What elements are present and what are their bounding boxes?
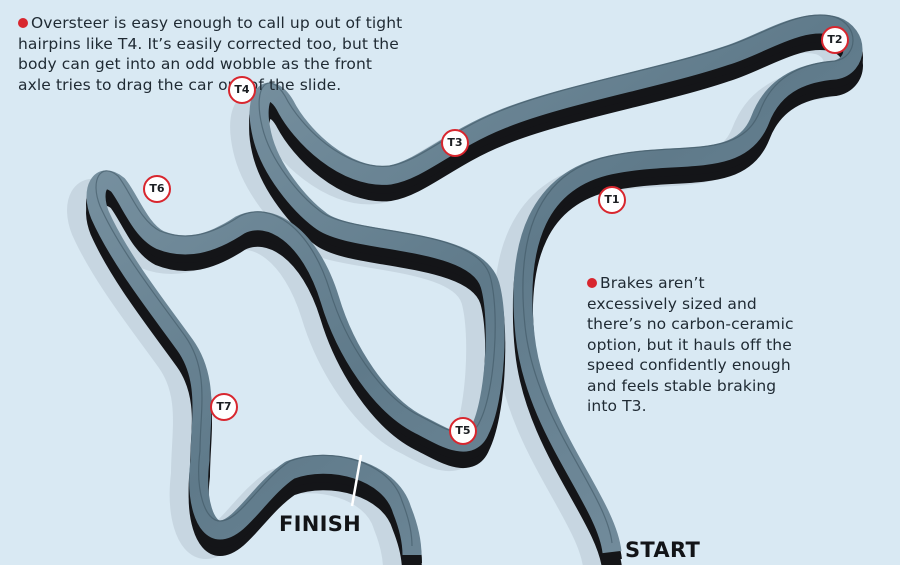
track-edge-highlight xyxy=(95,14,854,547)
turn-marker-t5: T5 xyxy=(449,417,477,445)
finish-line xyxy=(350,454,363,507)
turn-marker-t4: T4 xyxy=(228,76,256,104)
oversteer-note-text: Oversteer is easy enough to call up out … xyxy=(18,14,403,94)
finish-label: FINISH xyxy=(279,512,362,536)
turn-marker-t7: T7 xyxy=(210,393,238,421)
red-bullet-icon xyxy=(18,18,28,28)
brakes-note: Brakes aren’t excessively sized and ther… xyxy=(587,273,797,417)
red-bullet-icon xyxy=(587,278,597,288)
turn-marker-t3: T3 xyxy=(441,129,469,157)
turn-marker-t2: T2 xyxy=(821,26,849,54)
brakes-note-text: Brakes aren’t excessively sized and ther… xyxy=(587,274,794,415)
start-label: START xyxy=(625,538,701,562)
turn-marker-t1: T1 xyxy=(598,186,626,214)
oversteer-note: Oversteer is easy enough to call up out … xyxy=(18,13,408,95)
turn-marker-t6: T6 xyxy=(143,175,171,203)
